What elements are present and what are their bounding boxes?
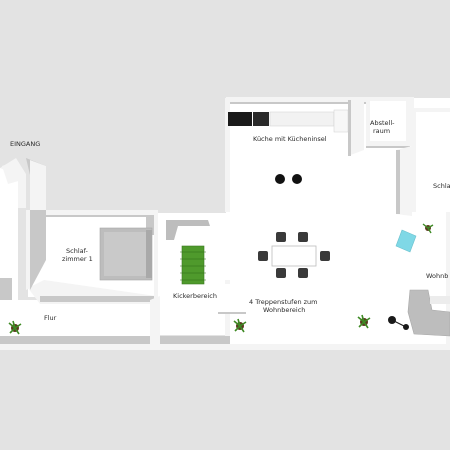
sofa-icon [407,289,450,337]
wall-shadow [0,278,12,300]
dining-set [258,232,330,278]
wall [26,210,30,290]
wall [225,280,230,350]
floor-strip [230,336,450,344]
wall [412,112,416,212]
wall-shadow [26,215,158,217]
wall [30,160,46,210]
stairs-label-line2: Wohnbereich [263,306,305,314]
stairs-top [218,284,246,312]
plants [8,223,434,335]
bedroom-2-floor [412,108,450,212]
potted-plant-icon [422,223,434,234]
kitchen-label: Küche mit Kücheninsel [253,135,327,143]
entrance-label: EINGANG [10,140,40,148]
kicker-area [166,220,210,285]
bedroom-1-label-line1: Schlaf- [66,247,89,255]
wall [366,97,414,101]
wall [446,212,450,344]
floor-lamp-arm [391,319,405,327]
room-labels: EINGANG Küche mit Kücheninsel Abstell- r… [10,119,450,322]
wall-shadow [396,150,400,214]
table-icon [271,245,317,267]
wall-shadow [40,296,156,302]
kicker-area-label: Kickerbereich [173,292,217,300]
living-area [388,229,450,337]
floor-lamp-base [403,324,409,330]
coffee-table-icon [395,229,417,253]
wall-shadow [226,102,366,104]
kitchen-counter [269,111,335,127]
bar-stool-icon [292,174,302,184]
wall [150,296,160,350]
wall-shadow [0,336,450,344]
foosball-rods [180,251,206,281]
wall [348,100,364,156]
potted-plant-icon [357,314,371,329]
kitchen-furniture [228,109,349,184]
sofa-cushion [430,296,450,304]
bar-stool-icon [275,174,285,184]
entrance-door [2,162,22,184]
wall [414,108,450,112]
hallway-label: Flur [44,314,57,322]
wall-shadow [366,146,410,148]
storage-label-line2: raum [373,127,390,135]
storage-room-floor [368,100,408,144]
wall [0,344,450,350]
wall [154,215,158,299]
storage-label-line1: Abstell- [370,119,395,127]
bedroom-1-label-line2: zimmer 1 [62,255,93,263]
wall-shadow [348,100,351,156]
wall [366,101,370,146]
foosball-table-icon [181,245,205,285]
living-room-label: Wohnb [426,272,448,280]
kitchen-counter-dark [228,112,252,126]
wall [26,210,158,215]
stove [253,112,269,126]
fridge [333,109,349,133]
potted-plant-icon [233,318,247,333]
stairs-label-line1: 4 Treppenstufen zum [249,298,318,306]
wall [366,141,410,146]
wall [226,97,366,102]
sofa-icon [166,220,210,240]
chair-icon [258,232,330,278]
bedroom-2-label: Schla [433,182,450,190]
bed-icon [99,227,153,281]
walls [0,97,450,350]
wall [225,98,230,212]
entrance-floor [0,168,18,300]
door-jamb [146,215,154,235]
potted-plant-icon [8,320,22,335]
